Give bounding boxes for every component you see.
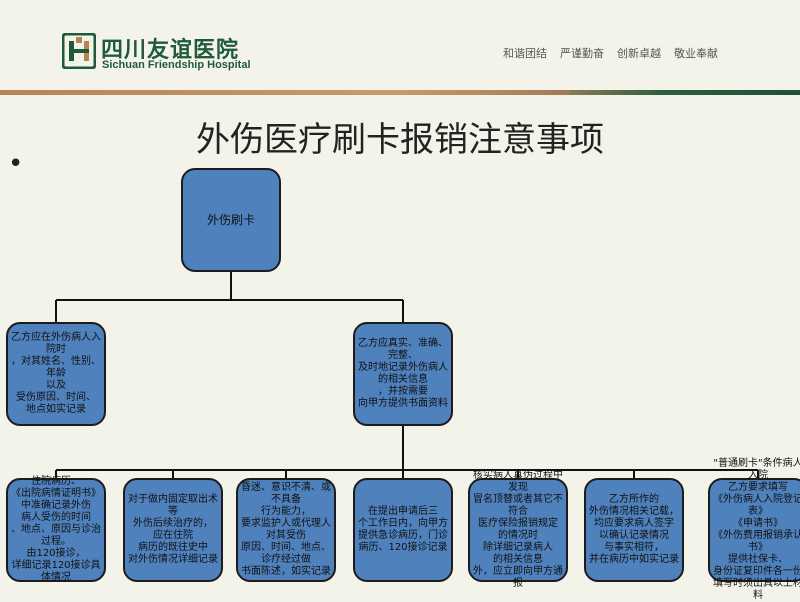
node-l3-unconscious-patient: 昏迷、意识不清、或不具备 行为能力， 要求监护人或代理人 对其受伤 原因、时间、… [236, 478, 336, 582]
slogan-item: 创新卓越 [617, 47, 661, 60]
hospital-name-en: Sichuan Friendship Hospital [102, 59, 251, 71]
slogan-item: 和谐团结 [503, 47, 547, 60]
hospital-logo-icon [62, 33, 96, 69]
header-divider-band [0, 90, 800, 96]
slogan-item: 严谨勤奋 [560, 47, 604, 60]
node-l3-registration-forms: "普通刷卡"条件病人入院 乙方要求填写 《外伤病人入院登记表》 《申请书》 《外… [708, 458, 800, 601]
slogan-item: 敬业奉献 [674, 47, 718, 60]
node-l3-inpatient-record: 住院病历、 《出院病情证明书》 中准确记录外伤 病人受伤的时间 、地点、原因与诊… [6, 476, 106, 583]
node-l2-admission-record: 乙方应在外伤病人入院时 ，对其姓名、性别、年龄 以及 受伤原因、时间、 地点如实… [6, 322, 106, 426]
node-l3-followup-surgery: 对于做内固定取出术等 外伤后续治疗的， 应在住院 病历的既往史中 对外伤情况详细… [123, 478, 223, 582]
node-l3-fraud-report: 核实病人真伪过程中 发现 冒名顶替或者其它不符合 医疗保险报销规定 的情况时 除… [468, 470, 568, 589]
node-root-trauma-card: 外伤刷卡 [181, 168, 281, 272]
site-header: 四川友谊医院 Sichuan Friendship Hospital 和谐团结 … [0, 0, 800, 92]
slogan-nav: 和谐团结 严谨勤奋 创新卓越 敬业奉献 [503, 45, 718, 61]
slide-title: 外伤医疗刷卡报销注意事项 [196, 120, 604, 160]
bullet-mark: • [8, 149, 24, 179]
hospital-name-cn: 四川友谊医院 [101, 38, 240, 63]
band-green [570, 90, 800, 95]
node-l3-provide-records: 在提出申请后三 个工作日内，向甲方 提供急诊病历，门诊 病历、120接诊记录 [353, 478, 453, 582]
node-l2-accurate-record: 乙方应真实、准确、完整、 及时地记录外伤病人 的相关信息 ，并按需要 向甲方提供… [353, 322, 453, 426]
node-l3-patient-signature: 乙方所作的 外伤情况相关记载， 均应要求病人签字 以确认记录情况 与事实相符， … [584, 478, 684, 582]
band-brown [0, 90, 570, 95]
